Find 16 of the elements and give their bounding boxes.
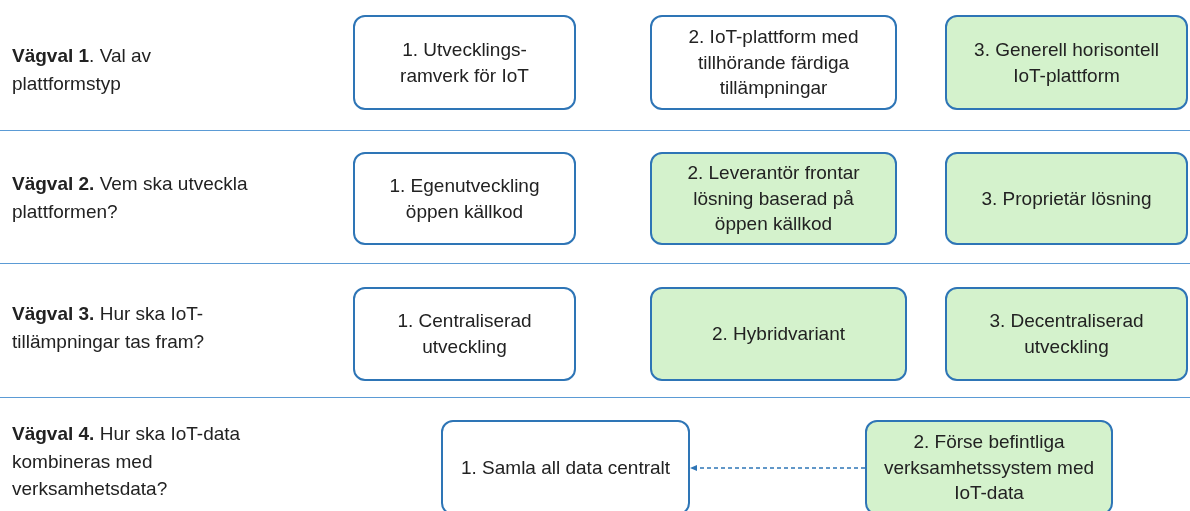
- option-box: 3. Decentraliserad utveckling: [945, 287, 1188, 381]
- option-box: 1. Centraliserad utveckling: [353, 287, 576, 381]
- question-text: Vägval 1. Val av plattformstyp: [12, 44, 153, 96]
- option-box: 1. Samla all data centralt: [441, 420, 690, 511]
- option-box: 1. Egenutveckling öppen källkod: [353, 152, 576, 245]
- question-text: Vägval 2. Vem ska utveckla plattformen?: [12, 172, 249, 224]
- option-box: 3. Generell horisontell IoT-plattform: [945, 15, 1188, 110]
- option-box: 2. Hybridvariant: [650, 287, 907, 381]
- option-box: 2. Leverantör frontar lösning baserad på öppen källkod: [650, 152, 897, 245]
- option-box: 3. Proprietär lösning: [945, 152, 1188, 245]
- option-box: 1. Utvecklings-ramverk för IoT: [353, 15, 576, 110]
- question-text: Vägval 4. Hur ska IoT-data kombineras med verksamhetsdata?: [12, 422, 242, 502]
- option-box: 2. IoT-plattform med tillhörande färdiga tillämpningar: [650, 15, 897, 110]
- option-box: 2. Förse befintliga verksamhetssystem med IoT-data: [865, 420, 1113, 511]
- arrow: [689, 465, 866, 471]
- question-text: Vägval 3. Hur ska IoT-tillämpningar tas fram?: [12, 302, 206, 354]
